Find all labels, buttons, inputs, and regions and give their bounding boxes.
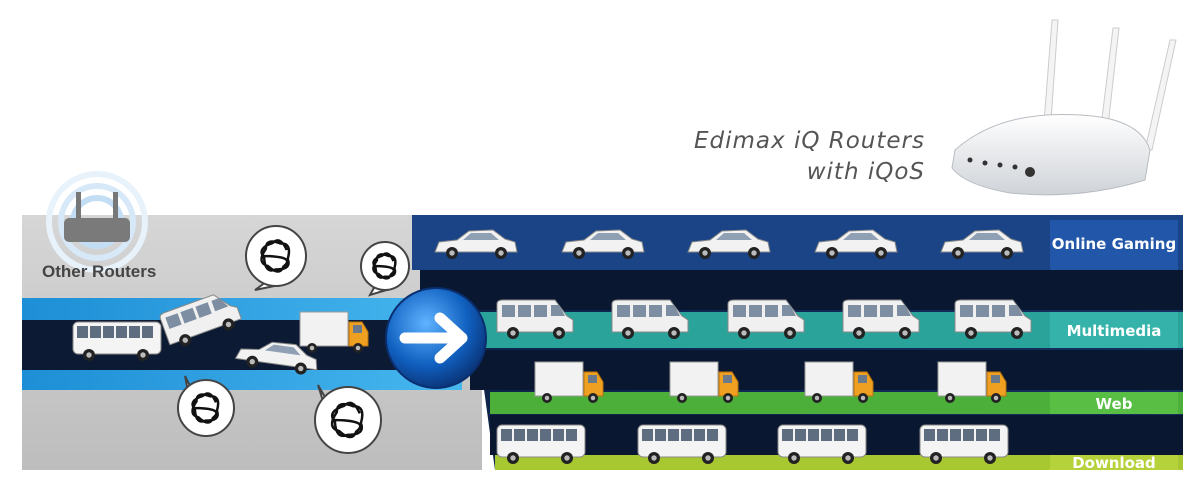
van-icon [954, 299, 1032, 339]
car-icon [940, 229, 1024, 259]
lane-stripe-download [495, 455, 1183, 470]
label-box-web [1050, 392, 1178, 414]
tangle-icon [245, 225, 307, 291]
bus-icon [919, 424, 1009, 464]
truck-icon [669, 361, 739, 403]
truck-icon [937, 361, 1007, 403]
bus-icon [637, 424, 727, 464]
heading-line1: Edimax iQ Routers [694, 128, 925, 154]
truck-icon [534, 361, 604, 403]
car-icon [561, 229, 645, 259]
truck-icon [299, 311, 369, 353]
tangle-icon [360, 241, 410, 297]
lane-label-web: Web [1095, 395, 1133, 413]
label-box-download [1050, 455, 1178, 470]
tangle-icon [177, 375, 235, 437]
lane-label-online-gaming: Online Gaming [1051, 235, 1177, 253]
bus-icon [72, 321, 162, 361]
car-icon [814, 229, 898, 259]
tangle-icon [314, 384, 382, 454]
van-icon [727, 299, 805, 339]
van-icon [496, 299, 574, 339]
car-icon [234, 341, 318, 375]
label-box-online-gaming [1050, 220, 1178, 270]
other-lane-stripe [22, 370, 462, 390]
truck-icon [804, 361, 874, 403]
van-icon [842, 299, 920, 339]
bus-icon [496, 424, 586, 464]
bus-icon [777, 424, 867, 464]
lane-label-multimedia: Multimedia [1066, 322, 1162, 340]
other-routers-label: Other Routers [42, 262, 157, 281]
arrow-right-icon [385, 287, 487, 389]
van-icon [159, 294, 242, 347]
lane-label-download: Download [1072, 454, 1156, 472]
other-lane-stripe [22, 298, 462, 320]
car-icon [687, 229, 771, 259]
vehicle-layer [434, 229, 1032, 464]
congested-traffic [72, 225, 410, 454]
car-icon [434, 229, 518, 259]
edimax-router-image [951, 19, 1177, 196]
lane-stripe-web [490, 392, 1183, 414]
van-icon [611, 299, 689, 339]
label-box-multimedia [1050, 312, 1178, 348]
router-icon [46, 171, 148, 273]
heading-line2: with iQoS [806, 159, 925, 185]
